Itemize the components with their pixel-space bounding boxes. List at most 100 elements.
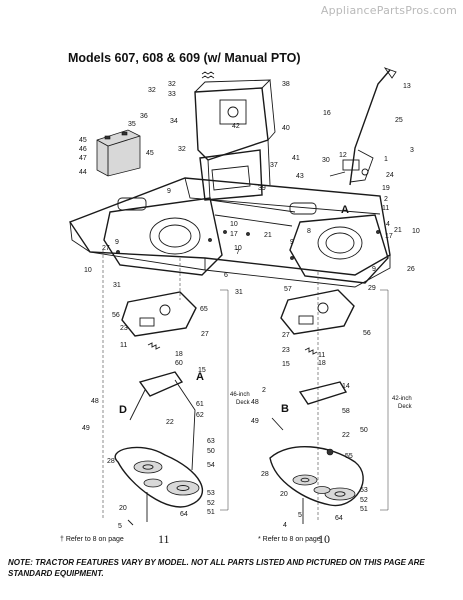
callout-51: 51 (207, 509, 215, 516)
footnote-right: * Refer to 8 on page (258, 536, 321, 543)
callout-22: 22 (342, 432, 350, 439)
callout-33: 33 (168, 91, 176, 98)
callout-58: 58 (342, 408, 350, 415)
battery (96, 129, 141, 177)
callout-47: 47 (79, 155, 87, 162)
marker-letter-a: A (196, 371, 204, 383)
equipment-note: NOTE: TRACTOR FEATURES VARY BY MODEL. NO… (8, 558, 425, 578)
callout-40: 40 (282, 125, 290, 132)
callout-3: 3 (410, 147, 414, 154)
callout-31: 31 (113, 282, 121, 289)
callout-11: 11 (318, 352, 325, 359)
deck-46-label-line2: Deck (236, 400, 251, 406)
callout-38: 38 (282, 81, 290, 88)
callout-25: 25 (395, 117, 403, 124)
deck-46-bracket (220, 289, 229, 511)
callout-14: 14 (342, 383, 350, 390)
callout-62: 62 (196, 412, 204, 419)
callout-9: 9 (167, 188, 171, 195)
callout-20: 20 (119, 505, 127, 512)
deck-46-assembly (102, 250, 203, 526)
page-title: Models 607, 608 & 609 (w/ Manual PTO) (68, 51, 301, 65)
callout-42: 42 (232, 123, 240, 130)
callout-10: 10 (230, 221, 238, 228)
callout-52: 52 (207, 500, 215, 507)
callout-5: 5 (298, 512, 302, 519)
callout-11: 11 (382, 205, 389, 212)
callout-30: 30 (322, 157, 330, 164)
callout-27: 27 (102, 245, 110, 252)
callout-50: 50 (360, 427, 368, 434)
callout-6: 6 (224, 272, 228, 279)
callout-10: 10 (412, 228, 420, 235)
callout-35: 35 (128, 121, 136, 128)
deck-42-label-line2: Deck (398, 404, 413, 410)
callout-26: 26 (407, 266, 415, 273)
callout-4: 4 (283, 522, 287, 529)
callout-20: 20 (280, 491, 288, 498)
callout-7: 7 (236, 249, 240, 256)
marker-letter-a: A (341, 204, 349, 216)
callout-32: 32 (148, 87, 156, 94)
callout-2: 2 (384, 196, 388, 203)
callout-22: 22 (166, 419, 174, 426)
callout-16: 16 (323, 110, 331, 117)
callout-15: 15 (198, 367, 206, 374)
marker-letter-d: D (119, 404, 127, 416)
callout-29: 29 (368, 285, 376, 292)
callout-46: 46 (79, 146, 87, 153)
dash-console (194, 71, 276, 201)
footnote-right-page: 10 (318, 532, 330, 546)
callout-32: 32 (168, 81, 176, 88)
callout-53: 53 (207, 490, 215, 497)
callout-21: 21 (394, 227, 402, 234)
callout-51: 51 (360, 506, 368, 513)
callout-9: 9 (372, 266, 376, 273)
marker-letter-b: B (281, 403, 289, 415)
callout-52: 52 (360, 497, 368, 504)
callout-63: 63 (207, 438, 215, 445)
footnote-left: † Refer to 8 on page (60, 536, 124, 543)
callout-37: 37 (270, 162, 278, 169)
callout-56: 56 (363, 330, 371, 337)
callout-64: 64 (180, 511, 188, 518)
callout-56: 56 (112, 312, 120, 319)
callout-45: 45 (79, 137, 87, 144)
callout-5: 5 (118, 523, 122, 530)
callout-48: 48 (91, 398, 99, 405)
callout-54: 54 (207, 462, 215, 469)
callout-55: 55 (345, 453, 353, 460)
callout-21: 21 (264, 232, 272, 239)
callout-36: 36 (140, 113, 148, 120)
callout-24: 24 (386, 172, 394, 179)
callout-17: 17 (385, 233, 393, 240)
callout-43: 43 (296, 173, 304, 180)
callout-45: 45 (146, 150, 154, 157)
callout-13: 13 (403, 83, 411, 90)
callout-27: 27 (201, 331, 209, 338)
callout-11: 11 (120, 342, 127, 349)
callout-32: 32 (178, 146, 186, 153)
callout-57: 57 (284, 286, 292, 293)
callout-53: 53 (360, 487, 368, 494)
callout-12: 12 (339, 152, 347, 159)
callout-17: 17 (230, 231, 238, 238)
callout-61: 61 (196, 401, 204, 408)
callout-10: 10 (234, 245, 242, 252)
callout-28: 28 (107, 458, 115, 465)
callout-48: 48 (251, 399, 259, 406)
callout-9: 9 (115, 239, 119, 246)
callout-44: 44 (79, 169, 87, 176)
callout-19: 19 (382, 185, 390, 192)
callout-15: 15 (282, 361, 290, 368)
callout-50: 50 (207, 448, 215, 455)
deck-42-bracket (380, 289, 389, 511)
callout-60: 60 (175, 360, 183, 367)
callout-23: 23 (120, 325, 128, 332)
deck-46-label-line1: 46-inch (230, 392, 250, 398)
pto-lever (329, 67, 397, 186)
deck-42-assembly (269, 272, 364, 524)
